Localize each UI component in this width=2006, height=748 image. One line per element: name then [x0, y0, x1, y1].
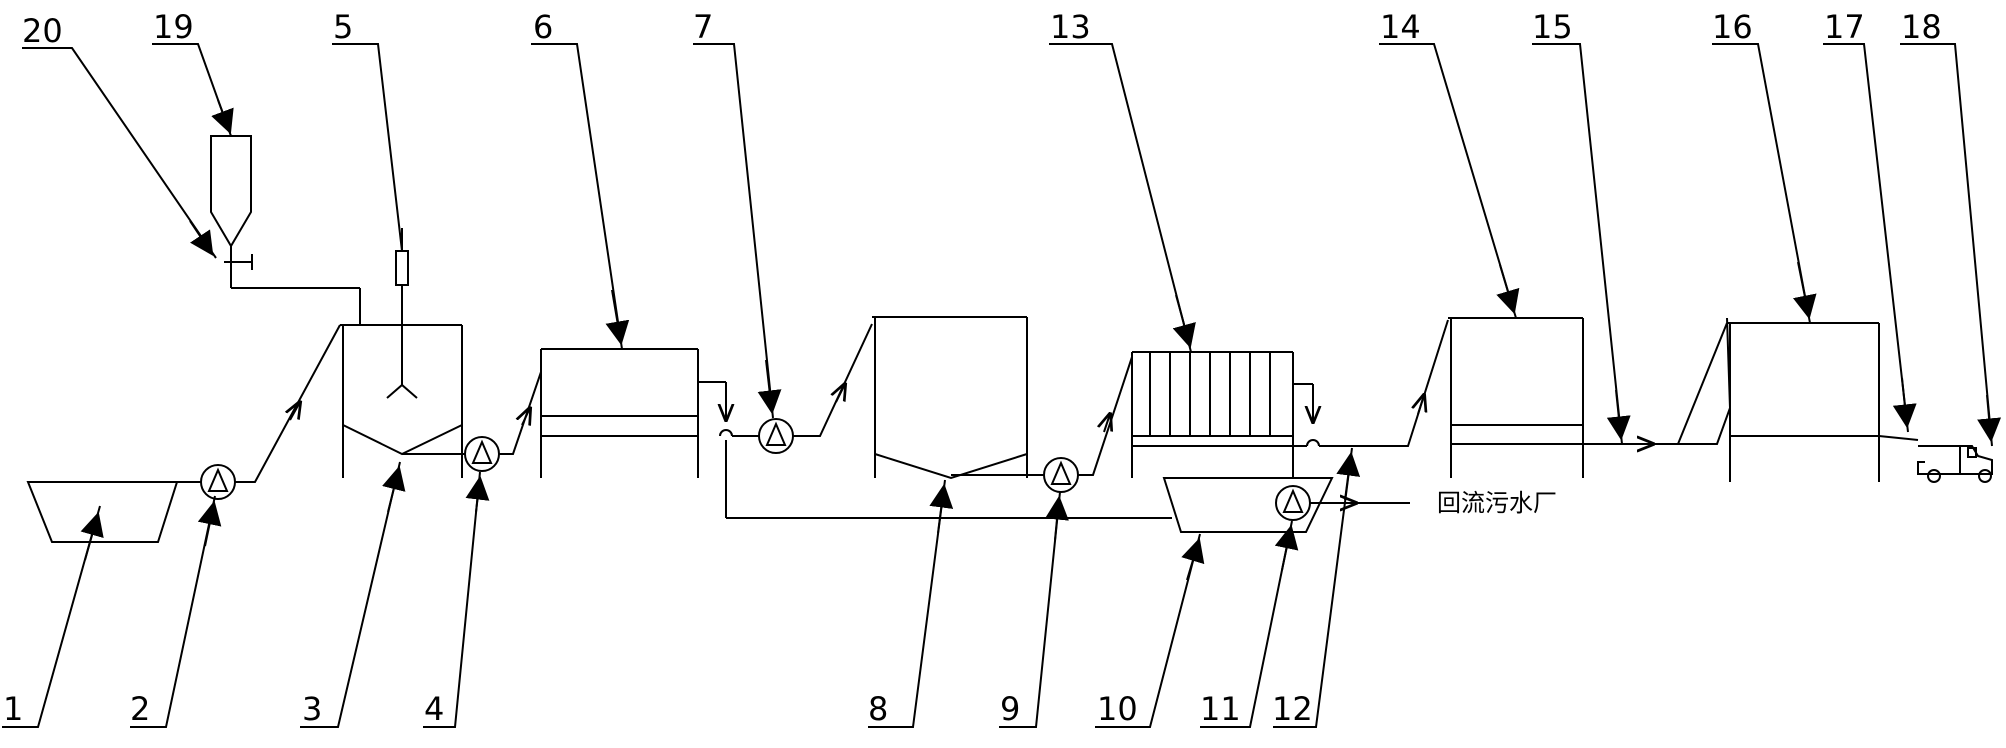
pump-7-icon [758, 418, 794, 454]
label-14: 14 [1380, 8, 1421, 46]
label-18: 18 [1901, 8, 1942, 46]
leader-15 [1532, 43, 1623, 445]
leader-19 [152, 43, 232, 137]
label-8: 8 [868, 690, 888, 728]
leader-2 [130, 495, 216, 728]
truck-icon [1917, 445, 1993, 483]
label-6: 6 [533, 8, 553, 46]
chemical-silo [210, 135, 361, 325]
label-12: 12 [1272, 690, 1313, 728]
label-9: 9 [1000, 690, 1020, 728]
label-7: 7 [693, 8, 713, 46]
conditioning-tank [340, 228, 463, 478]
leader-16 [1712, 43, 1811, 324]
storage-16 [1727, 322, 1919, 482]
leader-14 [1379, 43, 1517, 319]
label-5: 5 [333, 8, 353, 46]
filter-unit-6 [540, 348, 732, 518]
label-20: 20 [22, 12, 63, 50]
label-13: 13 [1050, 8, 1091, 46]
leader-6 [531, 43, 623, 350]
leader-8 [868, 479, 946, 728]
return-to-wwtp-label: 回流污水厂 [1437, 489, 1557, 517]
label-10: 10 [1097, 690, 1138, 728]
pump-2-icon [200, 464, 236, 500]
filtrate-sump-10 [1162, 477, 1334, 533]
leader-17 [1823, 43, 1909, 433]
label-4: 4 [424, 690, 444, 728]
pump-4-icon [464, 436, 500, 472]
label-17: 17 [1824, 8, 1865, 46]
label-11: 11 [1200, 690, 1241, 728]
leader-18 [1900, 43, 1993, 447]
label-1: 1 [3, 690, 23, 728]
leader-20 [22, 47, 217, 259]
label-19: 19 [153, 8, 194, 46]
leader-10 [1095, 533, 1201, 728]
leader-12 [1273, 447, 1353, 728]
leader-5 [332, 43, 403, 252]
leader-3 [300, 461, 401, 728]
label-15: 15 [1532, 8, 1573, 46]
leader-11 [1200, 520, 1293, 728]
sludge-pit [26, 481, 179, 543]
filter-press-13 [1131, 351, 1385, 478]
settling-tank-8 [872, 316, 1028, 480]
label-16: 16 [1712, 8, 1753, 46]
leader-7 [693, 43, 774, 419]
label-3: 3 [302, 690, 322, 728]
leader-13 [1049, 43, 1192, 353]
leader-4 [423, 471, 481, 728]
label-2: 2 [130, 690, 150, 728]
pump-11-icon [1275, 485, 1311, 521]
dryer-14 [1448, 317, 1584, 478]
pump-9-icon [1043, 457, 1079, 493]
leader-9 [999, 491, 1061, 728]
